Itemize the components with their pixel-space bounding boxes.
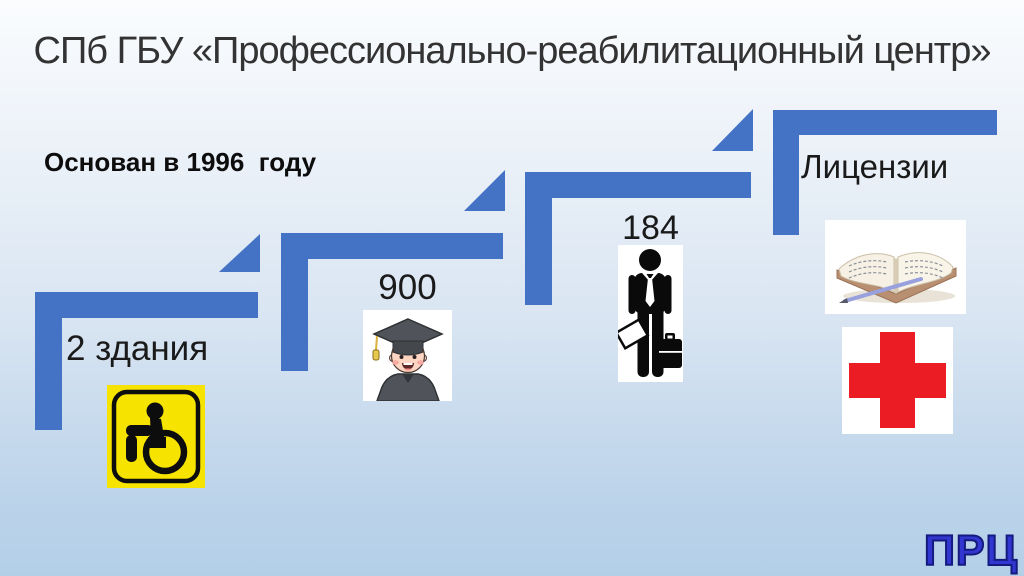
wheelchair-sign-svg [107, 385, 205, 488]
staircase-step-2-bar [281, 233, 503, 259]
staircase-step-4-triangle [712, 109, 753, 151]
open-book-svg [825, 220, 966, 314]
staircase-step-2-triangle [219, 234, 260, 272]
step-4-label: Лицензии [801, 148, 949, 185]
red-cross-horizontal-bar [848, 363, 947, 398]
staircase-step-3-triangle [464, 170, 505, 211]
staircase-step-1-riser [35, 292, 62, 430]
red-cross-icon [842, 327, 953, 434]
step-2-label: 900 [378, 268, 437, 307]
graduate-student-icon [363, 310, 452, 401]
staircase-step-4-riser [773, 110, 799, 235]
staircase-step-4-bar [773, 110, 997, 135]
open-book-icon [825, 220, 966, 314]
slide-title: СПб ГБУ «Профессионально-реабилитационны… [33, 30, 992, 72]
wheelchair-accessibility-icon [107, 385, 205, 488]
staircase-step-2-riser [281, 233, 308, 371]
step-3-label: 184 [622, 209, 679, 247]
founded-year-text: Основан в 1996 году [44, 147, 317, 177]
staircase-step-3-riser [525, 172, 552, 305]
graduate-svg [363, 310, 452, 401]
staircase-step-1-bar [35, 292, 258, 318]
businessman-svg [618, 245, 683, 382]
staircase-step-3-bar [525, 172, 751, 198]
prc-logo: ПРЦ [923, 526, 1018, 576]
businessman-icon [618, 245, 683, 382]
step-1-label: 2 здания [66, 329, 209, 368]
